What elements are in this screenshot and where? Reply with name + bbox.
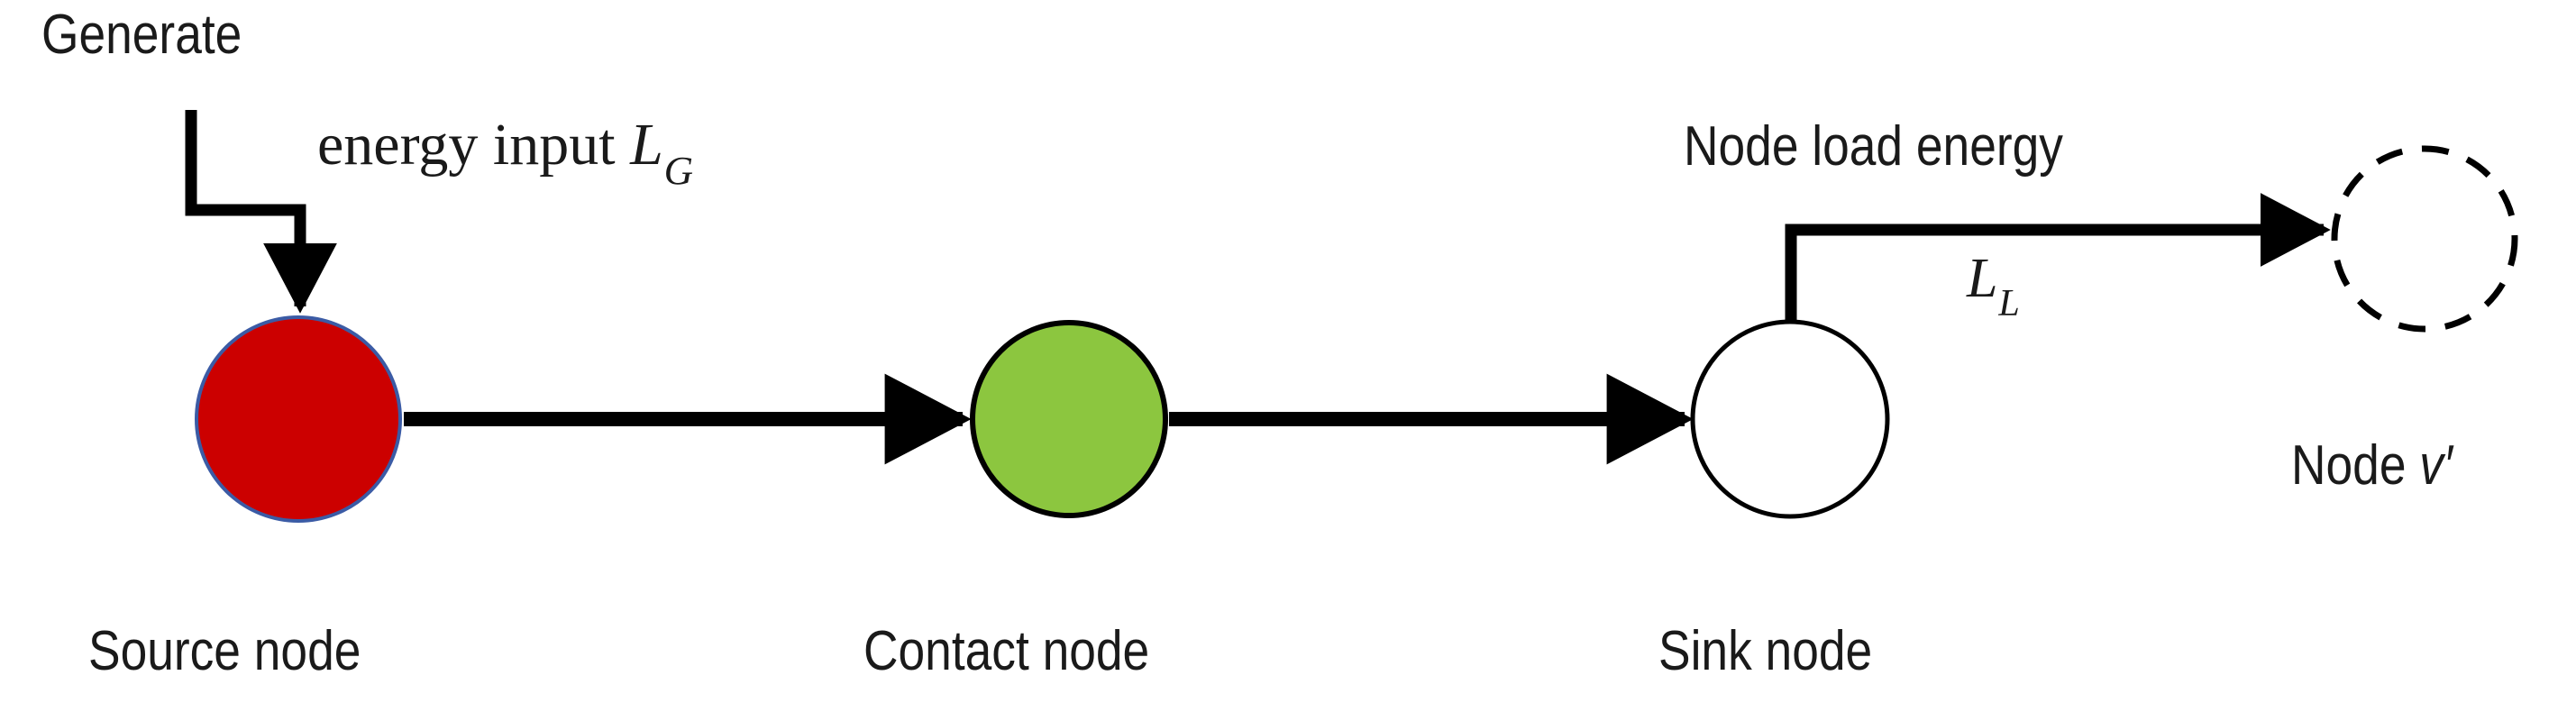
node-v-prime-dashed[interactable] [2331,145,2518,333]
energy-input-subscript: G [663,148,694,194]
node-v-prime-label: Node v′ [2291,438,2453,494]
node-load-energy-label: Node load energy [1684,115,2063,178]
contact-node-label: Contact node [863,620,1150,682]
load-energy-subscript: L [1998,281,2020,324]
edge-generate-to-source [185,110,337,314]
energy-input-label: energy input LG [317,112,693,191]
node-contact[interactable] [970,320,1168,518]
edge-sink-to-node-v-prime [1785,193,2331,322]
node-source[interactable] [195,315,402,523]
node-sink[interactable] [1690,319,1890,519]
load-energy-symbol: L [1967,248,1998,309]
node-v-symbol: v [2419,434,2444,497]
energy-input-symbol: L [630,112,663,178]
node-v-prefix: Node [2291,434,2420,497]
energy-input-text: energy input [317,112,616,178]
source-node-label: Source node [88,620,361,682]
node-v-prime-mark: ′ [2443,434,2453,497]
load-energy-symbol-label: LL [1967,248,2020,323]
sink-node-label: Sink node [1658,620,1873,682]
generate-label: Generate [41,4,242,66]
